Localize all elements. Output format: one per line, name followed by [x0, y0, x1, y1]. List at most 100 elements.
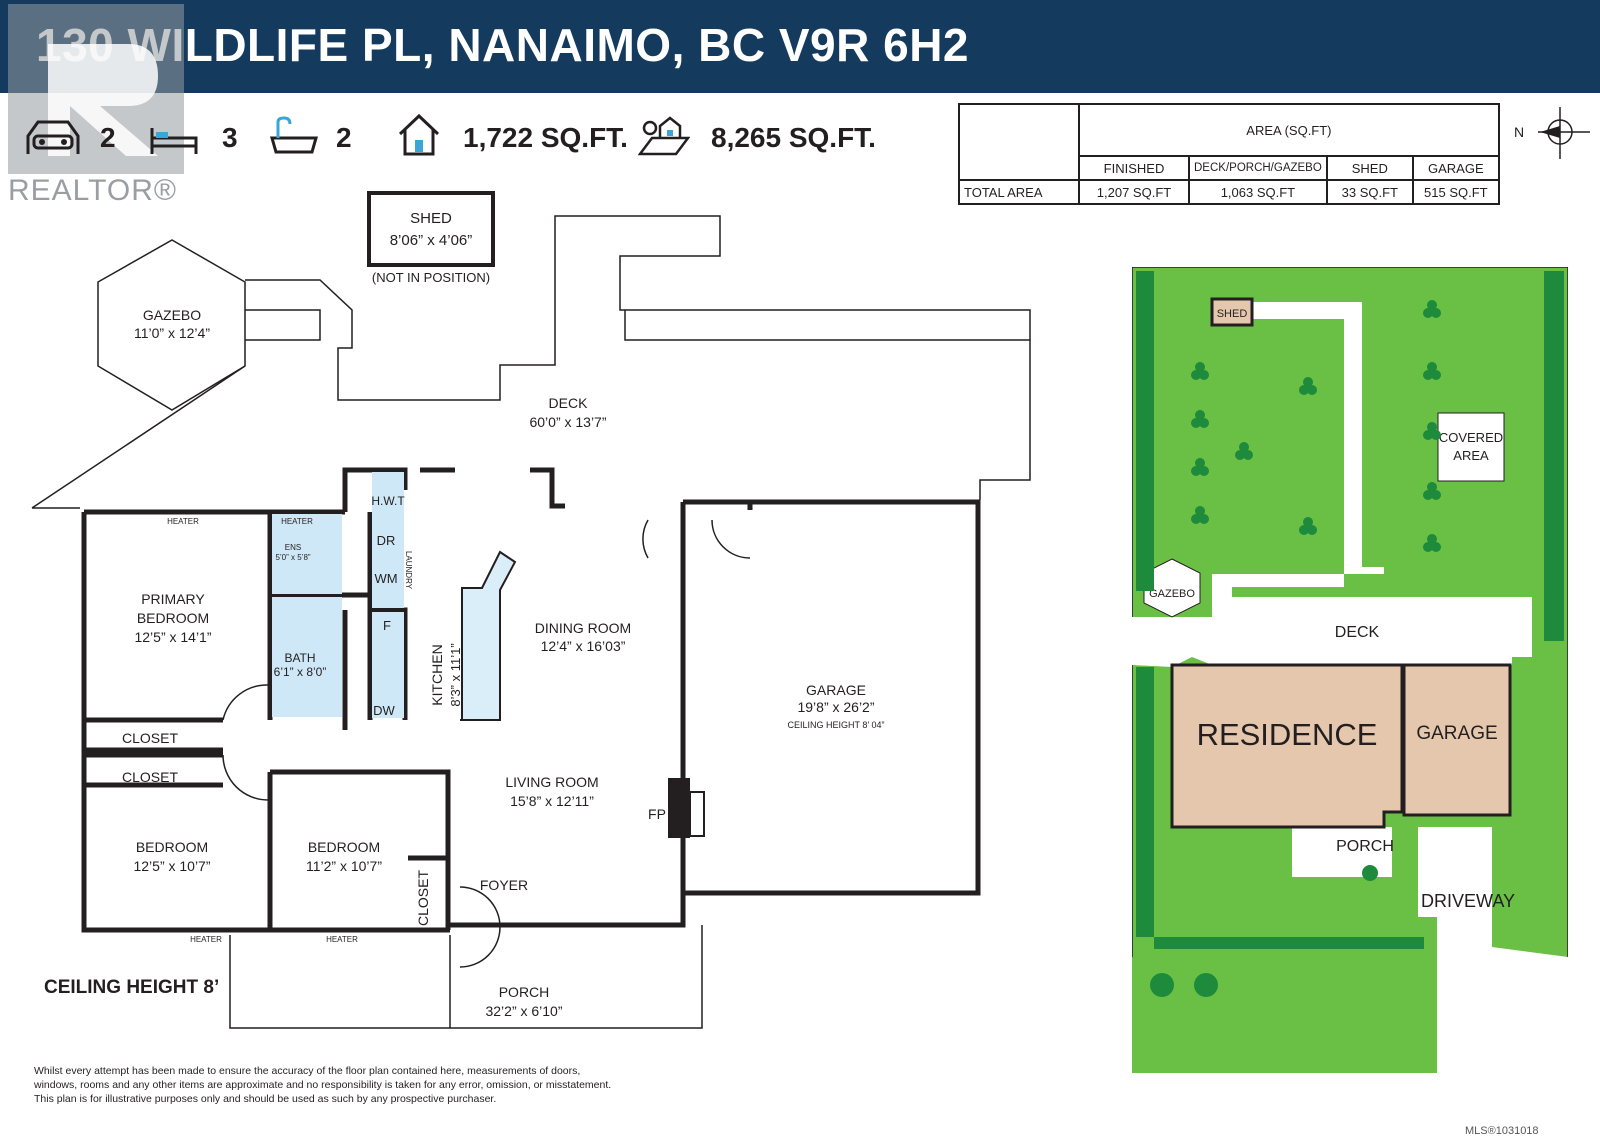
room-dimensions: 60’0” x 13’7” [529, 414, 606, 430]
room-label: LIVING ROOM [505, 774, 598, 790]
bed-icon [150, 128, 198, 154]
room-dimensions: 8’06” x 4’06” [390, 232, 473, 249]
room-label: SHED [410, 210, 452, 227]
bedroom-count: 3 [222, 122, 238, 153]
room-dimensions: 32’2” x 6’10” [485, 1003, 562, 1019]
room-label: KITCHEN [429, 644, 445, 705]
room-dimensions: 6’1” x 8’0” [274, 665, 327, 679]
room-label: BEDROOM [137, 610, 209, 626]
ceiling-height-note: CEILING HEIGHT 8’ [44, 977, 220, 998]
disclaimer-line: This plan is for illustrative purposes o… [34, 1093, 497, 1105]
lot-icon [638, 116, 690, 156]
heater-label: HEATER [190, 935, 222, 944]
room-label: LAUNDRY [404, 551, 413, 590]
room-label: CLOSET [122, 769, 178, 785]
room-dimensions: 12’4” x 16’03” [541, 638, 626, 654]
deck-outline [245, 215, 1031, 500]
room-label: BEDROOM [136, 839, 208, 855]
table-row: TOTAL AREA 1,207 SQ.FT 1,063 SQ.FT 33 SQ… [958, 179, 1500, 205]
room-dimensions: 19’8” x 26’2” [797, 699, 874, 715]
garage-count: 2 [100, 122, 116, 153]
exterior-wall [81, 467, 686, 933]
room-label: GAZEBO [143, 307, 201, 323]
disclaimer-line: windows, rooms and any other items are a… [34, 1079, 612, 1091]
site-garage [1402, 663, 1512, 817]
site-covered-area [1437, 412, 1505, 482]
table-cell: 1,207 SQ.FT [1078, 179, 1190, 205]
appliance-label: DR [377, 533, 396, 548]
room-label: BATH [284, 651, 315, 665]
room-dimensions: 12’5” x 14’1” [134, 629, 211, 645]
hedge [1136, 271, 1564, 997]
house-icon [398, 113, 440, 156]
tree [1191, 300, 1441, 552]
interior-area: 1,722 SQ.FT. [463, 122, 628, 153]
site-label-driveway: DRIVEWAY [1421, 891, 1515, 911]
table-cell: 515 SQ.FT [1411, 179, 1500, 205]
site-plan: SHED COVERED AREA GAZEBO DECK RESIDENCE … [1132, 267, 1568, 1073]
door-swing [222, 754, 269, 801]
kitchen-sink-area [372, 612, 404, 718]
door-swing [222, 684, 269, 721]
appliance-label: H.W.T [371, 494, 405, 508]
floor-plan: SHED 8’06” x 4’06” (NOT IN POSITION) GAZ… [31, 191, 1031, 1029]
compass-label: N [1514, 124, 1524, 140]
room-note: (NOT IN POSITION) [372, 270, 490, 285]
room-label: CLOSET [122, 730, 178, 746]
disclaimer: Whilst every attempt has been made to en… [34, 1064, 674, 1106]
appliance-label: WM [374, 571, 397, 586]
table-row-label: TOTAL AREA [958, 179, 1080, 205]
room-dimensions: 5’0” x 5’8” [275, 553, 310, 562]
page-title: 130 WILDLIFE PL, NANAIMO, BC V9R 6H2 [36, 19, 970, 71]
site-label-porch: PORCH [1336, 838, 1394, 855]
lot-area: 8,265 SQ.FT. [711, 122, 876, 153]
compass-icon: N [1514, 107, 1590, 159]
room-label: PORCH [499, 984, 550, 1000]
gazebo-outline [97, 239, 246, 411]
laundry-fill [372, 472, 404, 608]
room-label: ENS [285, 543, 301, 552]
kitchen-counter [460, 550, 517, 721]
walkway [1132, 302, 1568, 1073]
mls-number: MLS®1031018 [1465, 1125, 1539, 1137]
exterior-wall-garage [683, 499, 981, 896]
room-label: PRIMARY [141, 591, 205, 607]
bathtub-icon [270, 116, 318, 154]
disclaimer-line: Whilst every attempt has been made to en… [34, 1065, 581, 1077]
site-label-garage: GARAGE [1416, 723, 1497, 744]
header-bar: 130 WILDLIFE PL, NANAIMO, BC V9R 6H2 [0, 0, 1600, 93]
door-swing [642, 519, 649, 559]
room-dimensions: 12’5” x 10’7” [133, 858, 210, 874]
room-dimensions: 15’8” x 12’11” [510, 793, 594, 809]
ensuite-fill [272, 514, 342, 594]
table-row: AREA (SQ.FT) [958, 103, 1500, 181]
table-header-cell: SHED [1325, 155, 1414, 181]
car-icon [26, 120, 80, 154]
room-label: DECK [549, 395, 589, 411]
room-dimensions: 11’2” x 10’7” [306, 858, 382, 874]
door-swing [711, 519, 751, 559]
fireplace [668, 778, 690, 838]
bathroom-count: 2 [336, 122, 352, 153]
realtor-logo-mark-icon [48, 44, 158, 156]
area-table: AREA (SQ.FT) FINISHED DECK/PORCH/GAZEBO … [958, 103, 1500, 205]
room-dimensions: 11’0” x 12’4” [134, 325, 210, 341]
site-label-residence: RESIDENCE [1197, 717, 1378, 752]
door-swing [459, 886, 501, 968]
site-label-covered: COVERED [1439, 430, 1503, 445]
table-header-group: AREA (SQ.FT) [1078, 103, 1500, 157]
room-label: GARAGE [806, 682, 866, 698]
room-label: FOYER [480, 877, 528, 893]
porch-outline [229, 925, 703, 1029]
appliance-label: DW [373, 703, 395, 718]
realtor-logo-text: REALTOR® [8, 174, 178, 207]
room-label: DINING ROOM [535, 620, 631, 636]
heater-label: HEATER [281, 517, 313, 526]
site-label-gazebo: GAZEBO [1149, 588, 1195, 600]
appliance-label: F [383, 618, 391, 633]
site-label-covered: AREA [1453, 448, 1489, 463]
heater-label: HEATER [167, 517, 199, 526]
room-label: BEDROOM [308, 839, 380, 855]
site-shed [1210, 297, 1254, 327]
room-label: FP [648, 806, 666, 822]
